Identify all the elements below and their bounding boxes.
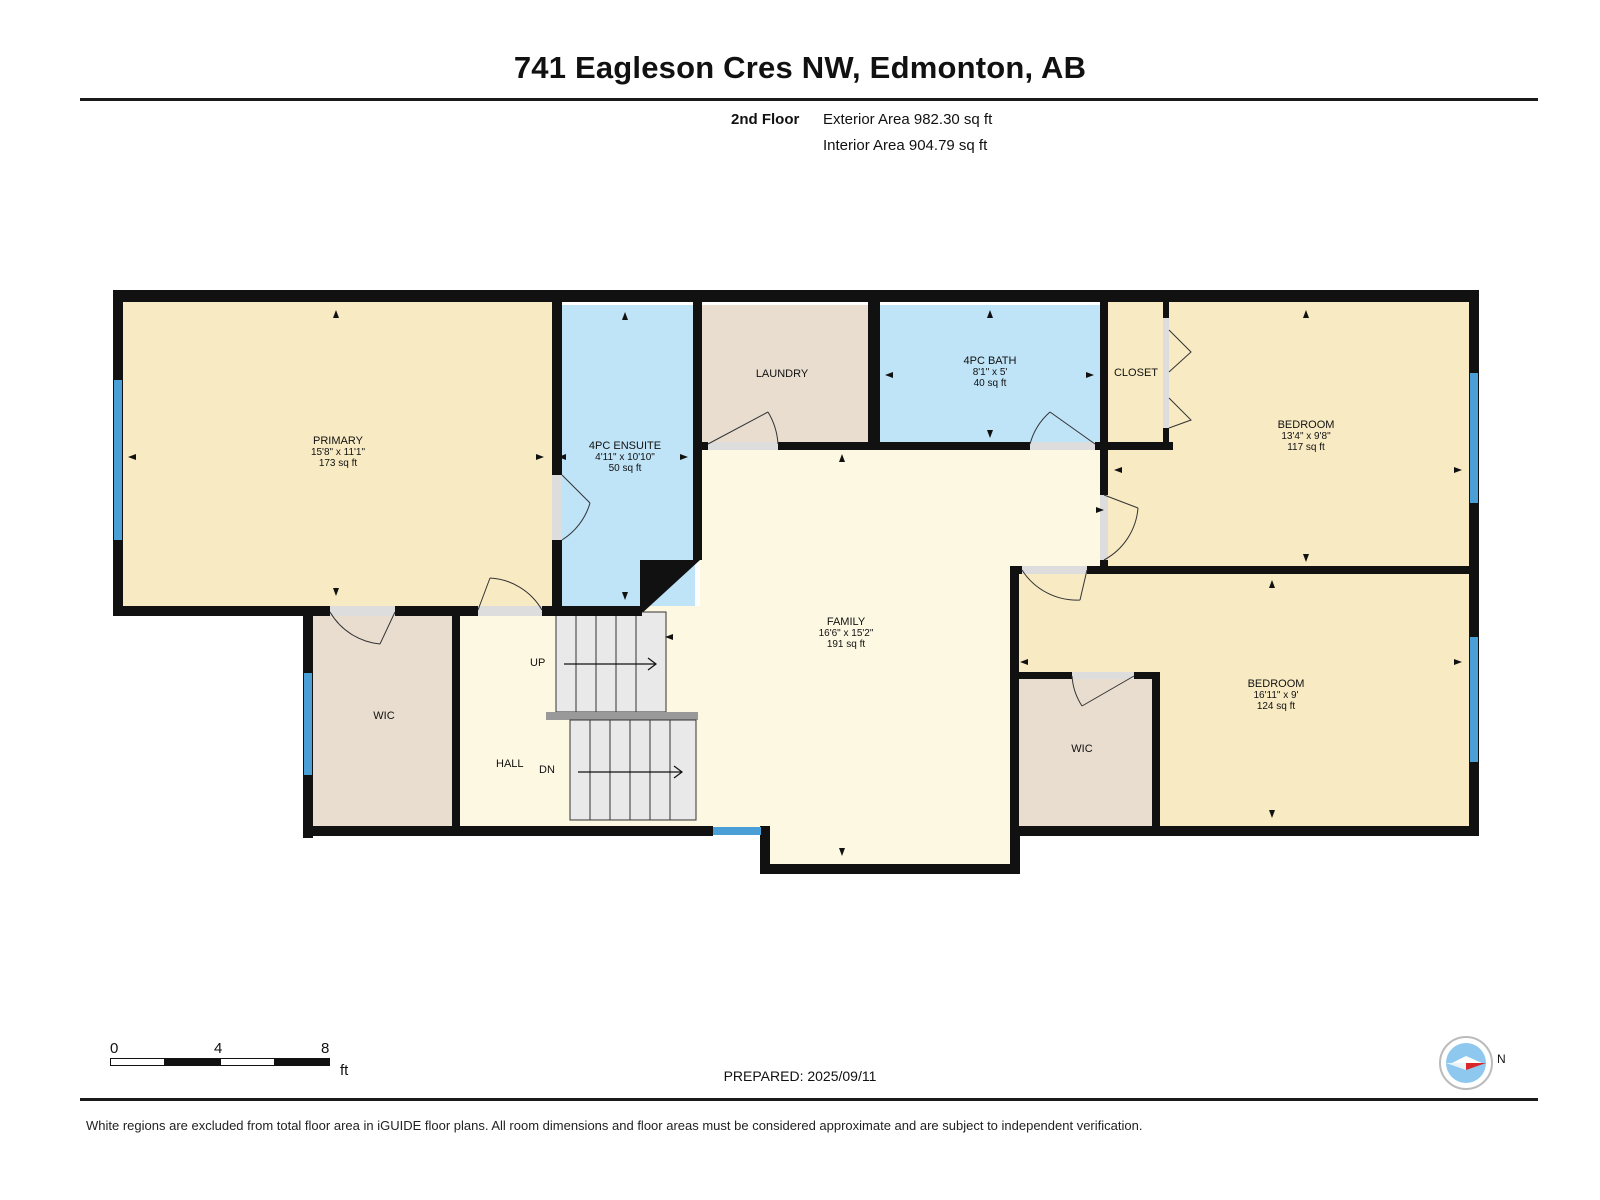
bath-fill — [875, 305, 1103, 445]
window-family — [713, 827, 761, 835]
stairs-up — [555, 611, 667, 713]
primary-fill — [120, 298, 552, 606]
room-area: 40 sq ft — [973, 378, 1007, 389]
scale-label-4: 4 — [214, 1040, 223, 1057]
room-dims: 15'8" x 11'1" — [310, 447, 366, 458]
doors — [329, 318, 1192, 707]
floor-label: 2nd Floor — [731, 111, 800, 128]
window-primary — [114, 380, 122, 540]
dimension-markers — [128, 310, 1462, 856]
page-title: 741 Eagleson Cres NW, Edmonton, AB — [513, 50, 1087, 85]
stair-landing-rail — [546, 712, 698, 720]
room-family: FAMILY 16'6" x 15'2" 191 sq ft — [776, 616, 916, 650]
windows — [114, 373, 1478, 835]
room-laundry: LAUNDRY — [722, 368, 842, 380]
ensuite-corner-wall — [640, 560, 700, 615]
interior-area: Interior Area 904.79 sq ft — [823, 137, 988, 154]
room-bedroom-1: BEDROOM 13'4" x 9'8" 117 sq ft — [1236, 419, 1376, 453]
room-name: BEDROOM — [1277, 419, 1335, 431]
room-dims: 13'4" x 9'8" — [1281, 431, 1331, 442]
room-name: 4PC ENSUITE — [588, 440, 662, 452]
room-wic-left: WIC — [354, 710, 414, 722]
room-hall: HALL — [496, 758, 524, 770]
room-primary: PRIMARY 15'8" x 11'1" 173 sq ft — [238, 435, 438, 469]
scale-unit: ft — [340, 1062, 349, 1079]
room-area: 173 sq ft — [318, 458, 358, 469]
exterior-area: Exterior Area 982.30 sq ft — [823, 111, 993, 128]
room-name: WIC — [373, 710, 395, 722]
room-fills — [120, 298, 1470, 870]
stairs-up-label: UP — [530, 657, 546, 669]
window-wic-left — [304, 673, 312, 775]
footer-divider — [80, 1098, 1538, 1101]
room-name: CLOSET — [1113, 367, 1158, 379]
header-divider — [80, 98, 1538, 101]
room-name: PRIMARY — [313, 435, 363, 447]
laundry-fill — [695, 305, 870, 445]
room-dims: 16'11" x 9' — [1253, 690, 1299, 701]
room-bath: 4PC BATH 8'1" x 5' 40 sq ft — [920, 355, 1060, 389]
stairs-down — [569, 719, 697, 821]
stairs-down-label: DN — [539, 764, 555, 776]
room-name: BEDROOM — [1247, 678, 1305, 690]
scale-label-0: 0 — [110, 1040, 119, 1057]
disclaimer: White regions are excluded from total fl… — [86, 1118, 1143, 1133]
room-name: 4PC BATH — [963, 355, 1017, 367]
ensuite-fill — [552, 305, 695, 606]
room-area: 124 sq ft — [1256, 701, 1296, 712]
wic-left-fill — [310, 606, 458, 830]
room-dims: 16'6" x 15'2" — [818, 628, 874, 639]
family-fill — [700, 445, 1103, 870]
scale-label-8: 8 — [321, 1040, 330, 1057]
prepared-date: PREPARED: 2025/09/11 — [723, 1068, 877, 1084]
room-name: LAUNDRY — [755, 368, 809, 380]
room-bedroom-2: BEDROOM 16'11" x 9' 124 sq ft — [1206, 678, 1346, 712]
compass-north-label: N — [1497, 1052, 1506, 1066]
window-bedroom1 — [1470, 373, 1478, 503]
window-bedroom2 — [1470, 637, 1478, 762]
room-area: 50 sq ft — [608, 463, 642, 474]
room-area: 117 sq ft — [1287, 442, 1325, 453]
room-area: 191 sq ft — [826, 639, 866, 650]
scale-bar — [110, 1058, 330, 1066]
room-wic-right: WIC — [1052, 743, 1112, 755]
wic-right-fill — [1010, 675, 1155, 830]
room-ensuite: 4PC ENSUITE 4'11" x 10'10" 50 sq ft — [560, 440, 690, 474]
room-dims: 4'11" x 10'10" — [595, 452, 655, 463]
compass-icon — [1439, 1036, 1493, 1090]
room-closet: CLOSET — [1108, 367, 1164, 379]
room-name: FAMILY — [826, 616, 866, 628]
room-dims: 8'1" x 5' — [972, 367, 1008, 378]
room-name: WIC — [1071, 743, 1093, 755]
